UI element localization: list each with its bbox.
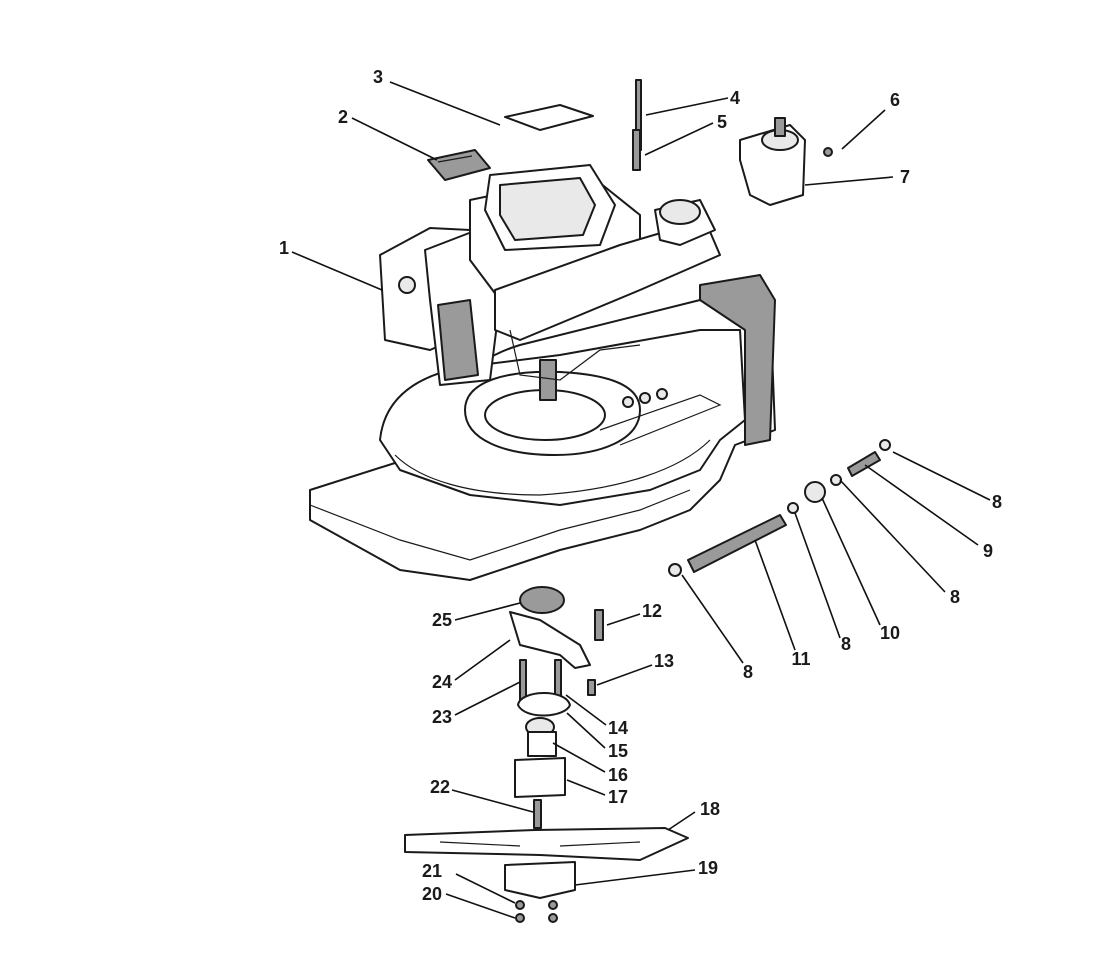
starter-part: [739, 117, 833, 206]
callout-13: 13: [654, 651, 674, 671]
mower-deck: [309, 274, 776, 581]
axle-parts: [668, 439, 891, 577]
callout-8-a: 8: [992, 492, 1002, 512]
callout-1: 1: [279, 238, 289, 258]
plate-part: [504, 104, 594, 131]
callout-2: 2: [338, 107, 348, 127]
callout-12: 12: [642, 601, 662, 621]
callout-25: 25: [432, 610, 452, 630]
callout-5: 5: [717, 112, 727, 132]
callout-16: 16: [608, 765, 628, 785]
callout-3: 3: [373, 67, 383, 87]
leader-lines: [291, 81, 991, 919]
callout-7: 7: [900, 167, 910, 187]
callout-6: 6: [890, 90, 900, 110]
rod-part: [632, 79, 642, 171]
callout-4: 4: [730, 88, 740, 108]
engine: [379, 164, 721, 401]
callout-8-d: 8: [743, 662, 753, 682]
callout-23: 23: [432, 707, 452, 727]
callout-9: 9: [983, 541, 993, 561]
decal-part: [427, 149, 491, 181]
callout-24: 24: [432, 672, 452, 692]
callout-11: 11: [791, 649, 810, 669]
callout-20: 20: [422, 884, 442, 904]
callout-8-b: 8: [950, 587, 960, 607]
callout-15: 15: [608, 741, 628, 761]
callout-labels: 1 2 3 4 5 6 7 8 9 8 10 8 11 8 12 13 14 1…: [279, 67, 1002, 904]
callout-19: 19: [698, 858, 718, 878]
blade-assembly: [404, 586, 689, 923]
callout-14: 14: [608, 718, 628, 738]
callout-8-c: 8: [841, 634, 851, 654]
callout-21: 21: [422, 861, 442, 881]
callout-22: 22: [430, 777, 450, 797]
callout-10: 10: [880, 623, 900, 643]
callout-17: 17: [608, 787, 628, 807]
callout-18: 18: [700, 799, 720, 819]
